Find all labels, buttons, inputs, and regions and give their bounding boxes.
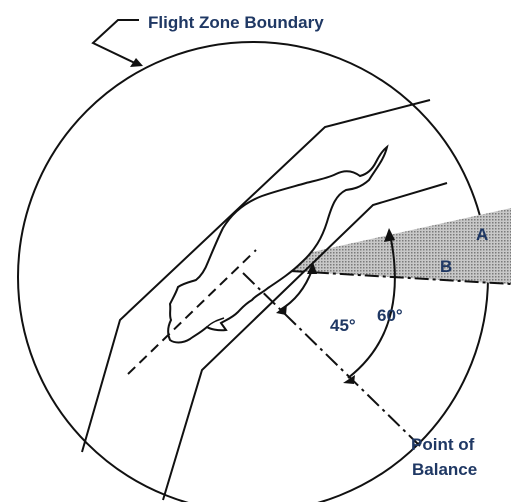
point-of-balance-label-line2: Balance	[412, 460, 477, 479]
animal-outline	[167, 144, 389, 344]
zone-a-label: A	[476, 225, 488, 244]
flight-zone-label: Flight Zone Boundary	[148, 13, 324, 32]
angle-60-arrow-bottom	[343, 375, 355, 384]
angle-60-arrow-top	[384, 228, 395, 242]
chute-wall-outer	[81, 99, 431, 453]
flight-zone-leader	[91, 19, 140, 66]
shaded-zone-region	[240, 208, 511, 284]
animal-leg	[206, 317, 225, 328]
angle-45-arrow-top	[307, 262, 317, 274]
angle-45-label: 45°	[330, 316, 356, 335]
zone-b-label: B	[440, 257, 452, 276]
angle-60-label: 60°	[377, 306, 403, 325]
chute-wall-inner	[162, 182, 448, 501]
point-of-balance-label-line1: Point of	[411, 435, 475, 454]
angle-45-arrow-bottom	[276, 304, 287, 315]
point-of-balance-line	[242, 272, 421, 447]
body-axis-line	[127, 249, 257, 375]
flight-zone-leader-arrow	[130, 58, 143, 67]
angle-60-arc	[347, 233, 396, 379]
